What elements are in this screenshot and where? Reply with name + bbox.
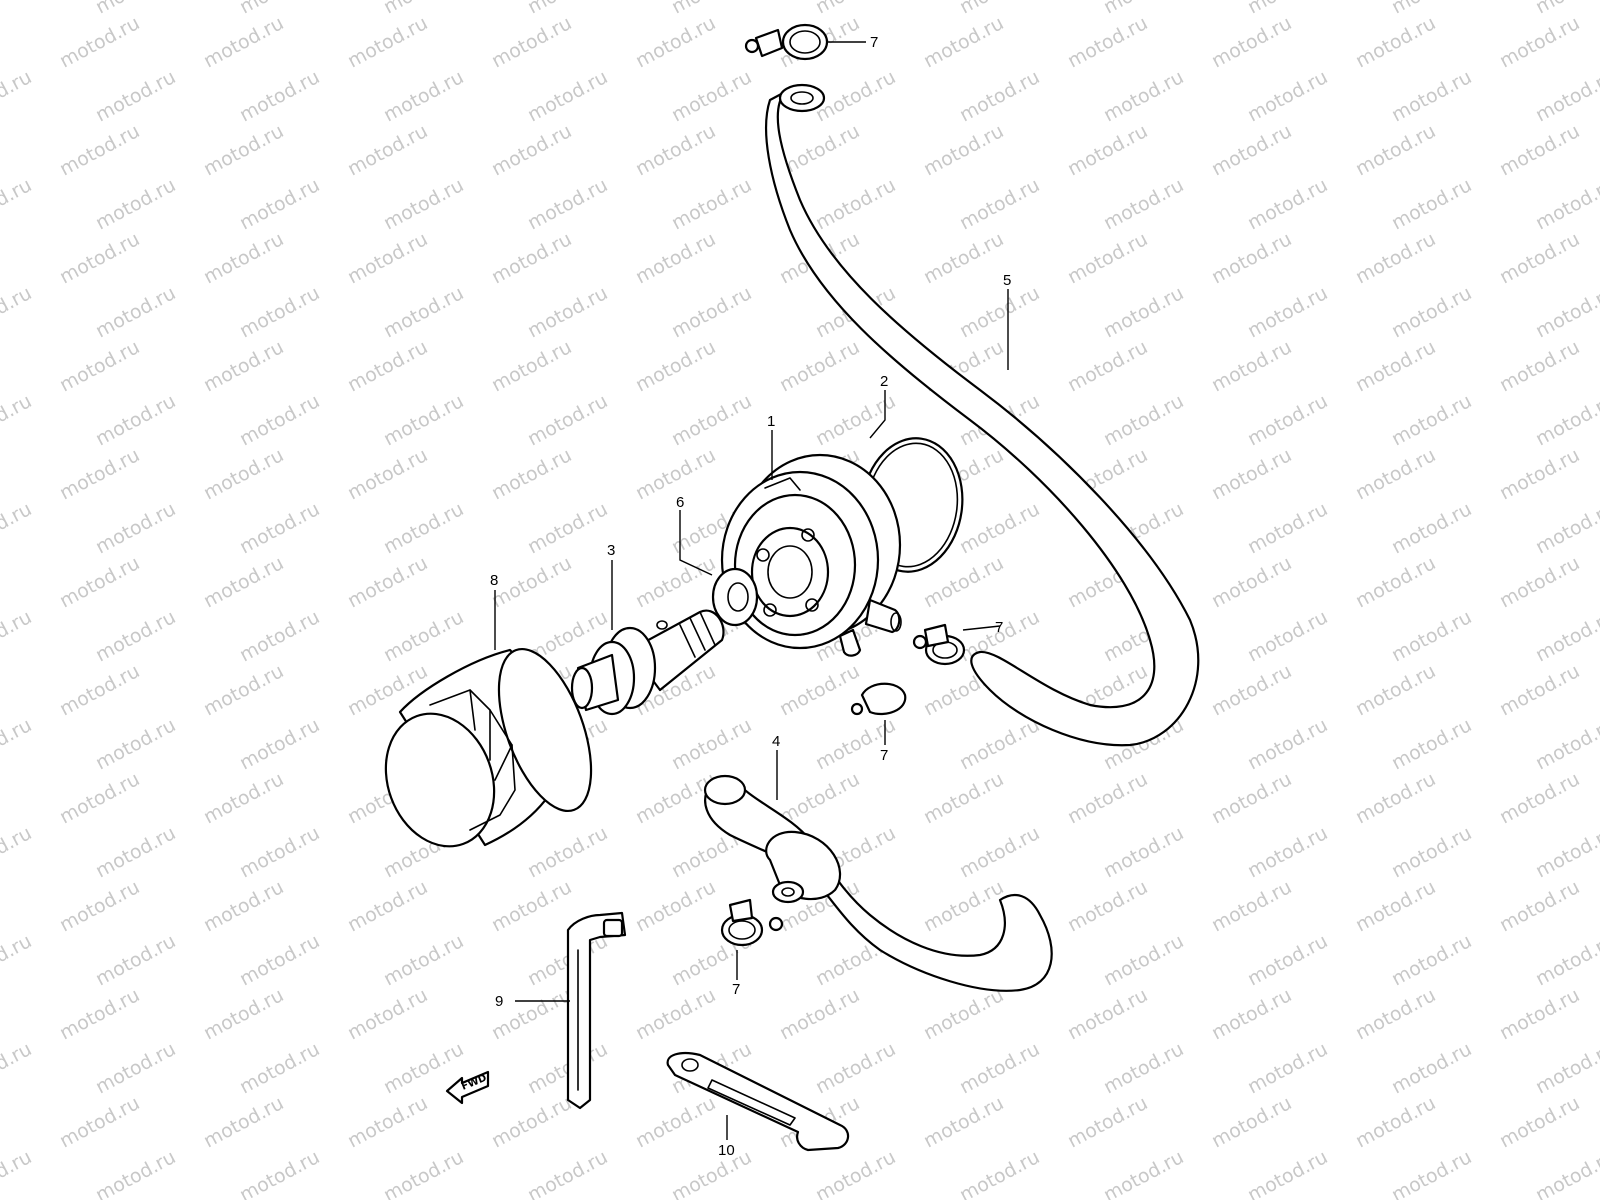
callout-3: 3 bbox=[607, 542, 615, 559]
leader-lines bbox=[494, 41, 1009, 1140]
callout-8: 8 bbox=[490, 572, 498, 589]
oil-filter bbox=[384, 647, 593, 848]
callout-5: 5 bbox=[1003, 272, 1011, 289]
hose-clamp-right bbox=[912, 623, 966, 666]
hose-lower bbox=[703, 774, 1053, 992]
bracket bbox=[666, 1051, 850, 1152]
clamp-strap bbox=[566, 911, 627, 1110]
hose-clamp-bottom bbox=[720, 898, 784, 947]
callout-7-right: 7 bbox=[995, 619, 1003, 636]
callout-1: 1 bbox=[767, 413, 775, 430]
fwd-direction-marker: FWD bbox=[445, 1070, 490, 1105]
callout-7-middle: 7 bbox=[880, 747, 888, 764]
callout-7-top: 7 bbox=[870, 34, 878, 51]
washer bbox=[711, 567, 759, 627]
hose-clamp-middle bbox=[850, 682, 907, 716]
hose-clamp-top bbox=[744, 23, 829, 61]
callout-10: 10 bbox=[718, 1142, 735, 1159]
callout-7-bottom: 7 bbox=[732, 981, 740, 998]
callout-2: 2 bbox=[880, 373, 888, 390]
oil-cooler-adapter bbox=[720, 453, 902, 657]
union-bolt bbox=[570, 609, 725, 716]
callout-9: 9 bbox=[495, 993, 503, 1010]
callout-4: 4 bbox=[772, 733, 780, 750]
callout-6: 6 bbox=[676, 494, 684, 511]
callout-labels: 7 5 2 1 6 3 8 7 7 4 7 9 10 bbox=[490, 34, 1011, 1159]
hose-upper bbox=[764, 83, 1200, 747]
